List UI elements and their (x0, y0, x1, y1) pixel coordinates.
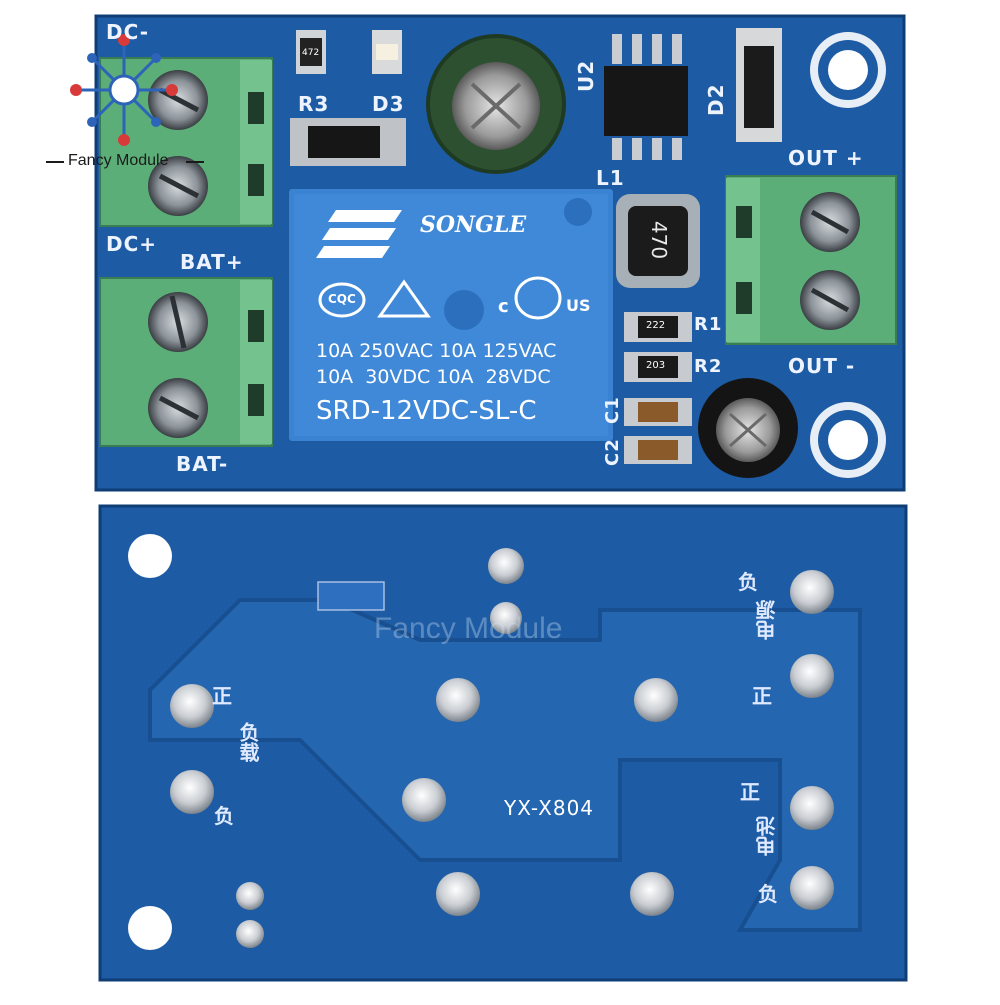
warning-triangle-icon (377, 279, 431, 318)
ul-mark-icon (514, 276, 562, 320)
inductor-l1 (616, 194, 700, 288)
relay-cqc: CQC (328, 292, 356, 306)
mounting-hole-top-right (810, 32, 886, 108)
label-load-neg: 负 (214, 804, 234, 828)
relay-rating-1: 10A 250VAC 10A 125VAC (316, 340, 557, 362)
label-load-pos: 正 (212, 684, 232, 708)
label-out-plus: OUT + (788, 146, 864, 170)
led-d3 (372, 30, 402, 74)
r3-code: 472 (302, 48, 320, 58)
relay-brand: SONGLE (420, 212, 527, 238)
resistor-r1 (624, 312, 692, 342)
label-d3: D3 (372, 92, 405, 116)
copper-trace (150, 600, 860, 930)
solder-pads (170, 548, 834, 948)
terminal-block-out (725, 175, 897, 345)
top-board (94, 14, 906, 492)
label-dc-plus: DC+ (106, 232, 158, 256)
label-l1: L1 (596, 166, 625, 190)
resistor-r3 (296, 30, 326, 74)
label-out-minus: OUT - (788, 354, 856, 378)
bottom-board (98, 504, 908, 982)
r2-code: 203 (646, 360, 666, 371)
capacitor-c2 (624, 436, 692, 464)
fancy-module-logo-icon (46, 34, 204, 163)
diode-d2 (736, 28, 782, 142)
capacitor-c1 (624, 398, 692, 426)
label-u2: U2 (574, 59, 598, 92)
mounting-hole-icon (128, 906, 172, 950)
mounting-hole-bottom-right (810, 402, 886, 478)
jumper (290, 118, 406, 166)
cqc-mark-icon (318, 282, 366, 318)
label-bat-minus: BAT- (176, 452, 229, 476)
label-r3: R3 (298, 92, 330, 116)
relay-ul-c: c (498, 296, 509, 317)
capacitor-large (426, 34, 566, 174)
relay (287, 187, 615, 443)
ic-u2 (604, 34, 688, 160)
label-dc-minus: DC- (106, 20, 150, 44)
relay-rating-2: 10A 30VDC 10A 28VDC (316, 366, 551, 388)
terminal-block-bat (99, 277, 273, 447)
label-c2: C2 (602, 438, 623, 466)
resistor-r2 (624, 352, 692, 382)
mounting-hole-icon (128, 534, 172, 578)
r1-code: 222 (646, 320, 666, 331)
watermark-brand: Fancy Module (68, 152, 169, 169)
watermark-center: Fancy Module (374, 612, 563, 645)
label-d2: D2 (704, 83, 728, 116)
label-batt-neg: 负 (758, 882, 778, 906)
pin-header (317, 581, 385, 611)
label-bat-plus: BAT+ (180, 250, 244, 274)
songle-logo-icon (316, 210, 402, 258)
relay-model: SRD-12VDC-SL-C (316, 396, 537, 426)
label-r1: R1 (694, 314, 723, 335)
label-power-neg: 负 (738, 570, 758, 594)
l1-code: 470 (647, 220, 672, 260)
label-c1: C1 (602, 396, 623, 424)
label-power: 电源 (755, 600, 779, 640)
bottom-model: YX-X804 (504, 796, 595, 820)
label-r2: R2 (694, 356, 723, 377)
label-batt-pos: 正 (740, 780, 760, 804)
label-load: 负载 (236, 722, 260, 762)
relay-ul-us: US (566, 296, 591, 315)
capacitor-small (698, 378, 798, 478)
label-power-pos: 正 (752, 684, 772, 708)
label-batt: 电池 (755, 816, 779, 856)
